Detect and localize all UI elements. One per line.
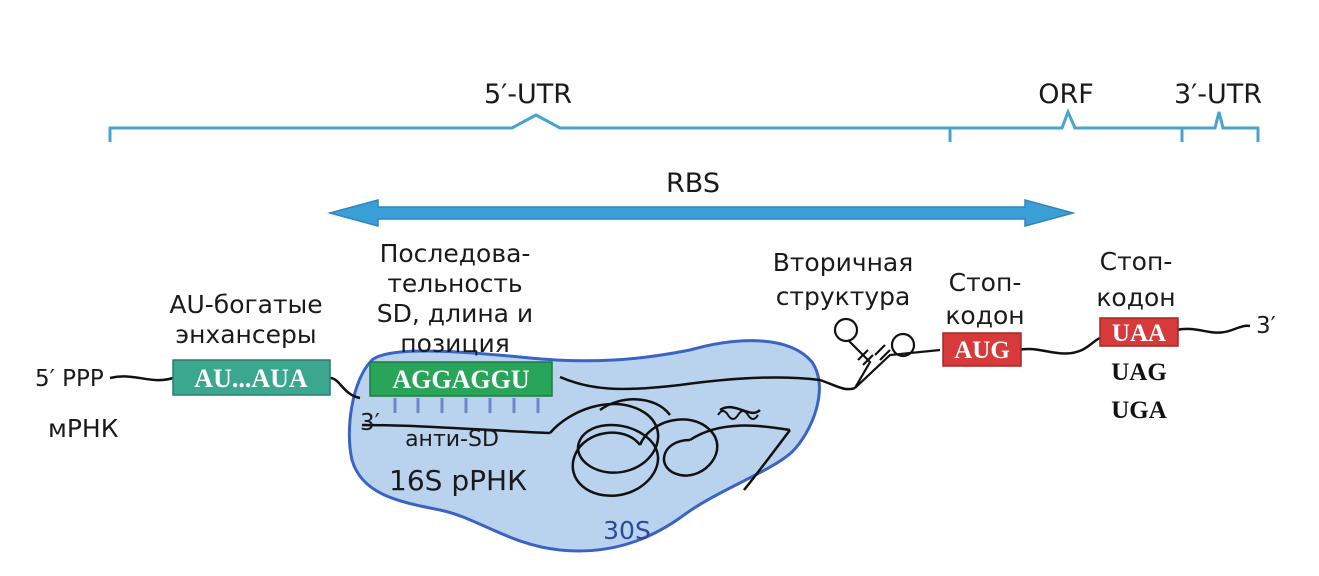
rrna-16s-strand [361,398,791,498]
subunit-30s-label: 30S [603,516,651,545]
start-codon-label: Стоп- кодон [945,268,1024,330]
au-enhancers-label: AU-богатые энхансеры [169,290,322,349]
svg-text:Последова-: Последова- [380,239,531,268]
svg-text:структура: структура [776,282,911,311]
utr3-bracket [1182,111,1260,142]
utr5-bracket [108,113,952,142]
svg-text:кодон: кодон [945,301,1024,330]
anti-sd-label: анти-SD [405,427,499,452]
au-sequence: AU...AUA [194,364,308,393]
anti-sd-pairing-ticks [393,398,540,413]
mrna-label: мРНК [48,414,119,443]
secondary-structure-loop [833,317,941,389]
utr5-label: 5′-UTR [484,79,572,110]
svg-text:энхансеры: энхансеры [175,320,316,349]
mrna-strand [109,324,1251,400]
orf-label: ORF [1038,79,1094,110]
stop-codon-box: UAA [1099,317,1179,347]
start-codon-box: AUG [942,332,1022,367]
svg-text:AU-богатые: AU-богатые [169,290,322,319]
anti-sd-three-prime-label: 3′ [360,410,380,436]
svg-text:позиция: позиция [400,329,510,358]
sd-sequence: AGGAGGU [392,365,529,394]
sd-sequence-label: Последова- тельность SD, длина и позиция [377,239,533,358]
svg-text:Стоп-: Стоп- [1100,247,1173,276]
svg-text:Стоп-: Стоп- [949,268,1022,297]
orf-bracket [950,108,1184,142]
svg-text:тельность: тельность [387,269,522,298]
secondary-structure-label: Вторичная структура [773,248,914,311]
three-prime-end-label: 3′ [1256,313,1276,339]
utr3-label: 3′-UTR [1174,79,1262,110]
rbs-label: RBS [666,168,720,199]
svg-text:кодон: кодон [1096,283,1175,312]
rrna-squiggle-tail [717,410,759,420]
stop-codon-alt-1: UAG [1111,359,1167,386]
sd-sequence-box: AGGAGGU [369,361,553,397]
stop-codon-alt-2: UGA [1111,397,1167,424]
stop-codon-label: Стоп- кодон [1096,247,1175,312]
svg-text:SD, длина и: SD, длина и [377,299,533,328]
region-brackets [108,108,1260,142]
five-prime-ppp-label: 5′ PPP [35,366,104,392]
rbs-double-arrow [327,199,1076,227]
svg-text:Вторичная: Вторичная [773,248,914,277]
au-enhancer-box: AU...AUA [172,359,331,396]
rrna-16s-label: 16S рРНК [389,464,527,497]
stop-codon-sequence: UAA [1112,320,1166,347]
start-codon-sequence: AUG [954,337,1010,364]
